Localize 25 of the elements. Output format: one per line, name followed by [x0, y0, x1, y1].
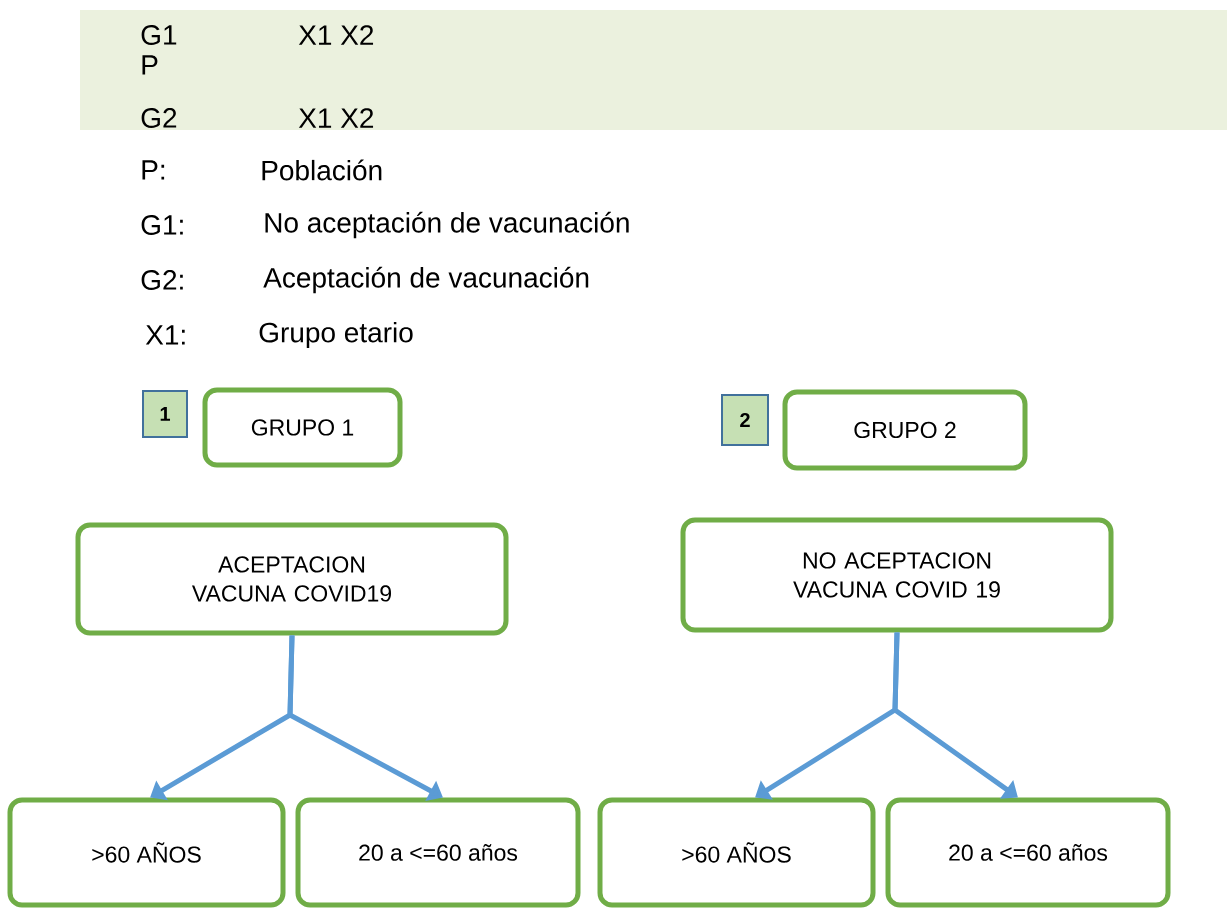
legend-key: G1: [141, 215, 183, 235]
legend-key: P: [142, 160, 165, 180]
population-code: P [142, 55, 158, 75]
variable-code: X1 X2 [298, 25, 374, 45]
legend-key: X1: [145, 325, 185, 345]
process-box: ACEPTACION VACUNA COVID19 [75, 522, 509, 636]
process-box: NO ACEPTACION VACUNA COVID 19 [680, 517, 1114, 633]
process-box: >60 AÑOS [597, 797, 876, 908]
process-box: >60 AÑOS [7, 797, 286, 908]
process-box: GRUPO 1 [202, 387, 403, 468]
arrow [892, 632, 1018, 799]
legend-definition: Aceptación de vacunación [263, 266, 589, 294]
legend-definition: No aceptación de vacunación [265, 211, 629, 239]
group-code: G2 [141, 108, 177, 128]
process-box: 20 a <=60 años [295, 797, 581, 908]
process-box: 20 a <=60 años [885, 797, 1171, 908]
legend-key: G2: [141, 270, 183, 290]
arrow [287, 635, 443, 801]
process-box: GRUPO 2 [782, 389, 1028, 471]
legend-definition: Población [262, 159, 382, 181]
number-box: 1 [142, 390, 188, 438]
legend-definition: Grupo etario [259, 321, 413, 349]
variable-code: X1 X2 [298, 108, 374, 128]
group-code: G1 [141, 25, 177, 45]
number-box: 2 [721, 394, 769, 446]
